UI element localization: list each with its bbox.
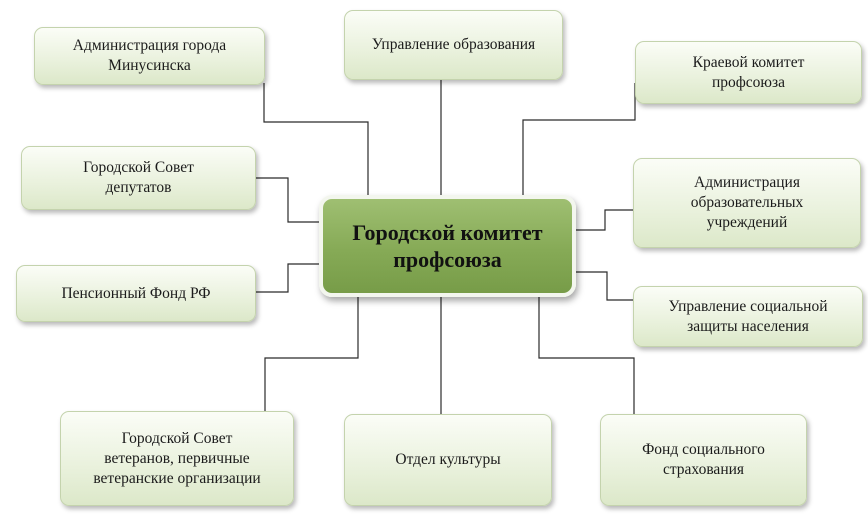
connector-pension-fund <box>256 263 319 293</box>
node-social-protection: Управление социальной защиты населения <box>633 286 863 347</box>
node-edu-institutions: Администрация образовательных учреждений <box>633 158 861 248</box>
connector-regional-committee <box>522 83 636 195</box>
connector-admin-city <box>263 83 369 195</box>
connector-social-insurance <box>538 297 635 414</box>
node-city-council: Городской Совет депутатов <box>21 146 256 210</box>
node-pension-fund: Пенсионный Фонд РФ <box>16 265 256 322</box>
connector-city-council <box>256 177 319 223</box>
node-social-insurance: Фонд социального страхования <box>600 414 807 506</box>
connector-veterans-council <box>264 297 359 413</box>
node-regional-committee: Краевой комитет профсоюза <box>635 41 862 104</box>
node-education: Управление образования <box>344 10 563 80</box>
connector-social-protection <box>576 271 633 301</box>
node-culture: Отдел культуры <box>344 414 552 506</box>
central-node-city-committee: Городской комитет профсоюза <box>319 195 576 297</box>
node-admin-city: Администрация города Минусинска <box>34 27 265 85</box>
node-veterans-council: Городской Совет ветеранов, первичные вет… <box>60 411 294 506</box>
connector-edu-institutions <box>576 209 633 231</box>
